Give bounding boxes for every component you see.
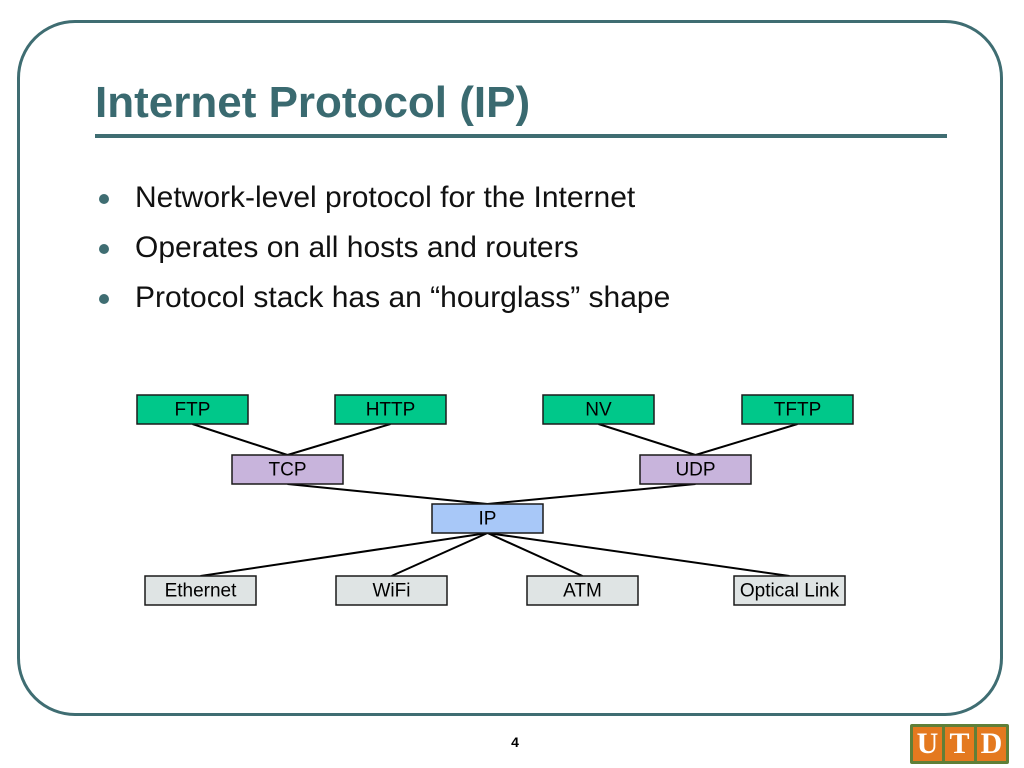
node-tcp: TCP: [231, 454, 344, 485]
bullet-item: Protocol stack has an “hourglass” shape: [95, 278, 670, 328]
slide-frame: [17, 20, 1003, 716]
node-label: Optical Link: [740, 581, 840, 602]
node-label: Ethernet: [165, 581, 238, 602]
node-ftp: FTP: [136, 394, 249, 425]
slide-title: Internet Protocol (IP): [95, 78, 531, 127]
node-label: WiFi: [373, 581, 411, 602]
bullet-dot-icon: [99, 194, 109, 204]
bullet-text: Protocol stack has an “hourglass” shape: [135, 281, 671, 314]
node-label: NV: [585, 400, 612, 421]
node-ethernet: Ethernet: [144, 575, 257, 606]
edge-ftp-tcp: [192, 423, 288, 456]
node-box: [639, 454, 752, 485]
diagram-nodes: FTP HTTP NV TFTP TCP UDP IP Ethernet WiFi ATM Opti…: [136, 394, 854, 606]
bullet-dot-icon: [99, 294, 109, 304]
node-box: [335, 575, 448, 606]
node-optical: Optical Link: [733, 575, 846, 606]
node-box: [733, 575, 846, 606]
title-underline: [95, 134, 947, 138]
node-box: [144, 575, 257, 606]
node-label: TCP: [269, 460, 307, 481]
logo-letter: U: [913, 727, 942, 761]
node-box: [542, 394, 655, 425]
node-label: IP: [479, 509, 497, 530]
page-number: 4: [511, 734, 519, 750]
logo-letter: T: [945, 727, 974, 761]
node-nv: NV: [542, 394, 655, 425]
node-label: HTTP: [366, 400, 416, 421]
logo-letter: D: [977, 727, 1006, 761]
node-label: TFTP: [774, 400, 822, 421]
edge-ip-atm: [487, 532, 583, 577]
bullet-item: Network-level protocol for the Internet: [95, 178, 670, 228]
node-ip: IP: [431, 503, 544, 534]
diagram-edges: [192, 423, 798, 577]
node-wifi: WiFi: [335, 575, 448, 606]
node-atm: ATM: [526, 575, 639, 606]
edge-http-tcp: [287, 423, 391, 456]
node-box: [526, 575, 639, 606]
node-label: FTP: [175, 400, 211, 421]
bullet-list: Network-level protocol for the Internet …: [95, 178, 670, 328]
edge-udp-ip: [487, 483, 696, 505]
edge-nv-udp: [598, 423, 696, 456]
edge-tcp-ip: [287, 483, 488, 505]
node-box: [231, 454, 344, 485]
node-http: HTTP: [334, 394, 447, 425]
node-udp: UDP: [639, 454, 752, 485]
node-label: UDP: [675, 460, 715, 481]
node-box: [334, 394, 447, 425]
edge-ip-ethernet: [200, 532, 488, 577]
edge-tftp-udp: [695, 423, 798, 456]
node-box: [741, 394, 854, 425]
bullet-dot-icon: [99, 244, 109, 254]
node-tftp: TFTP: [741, 394, 854, 425]
node-label: ATM: [563, 581, 602, 602]
edge-ip-wifi: [391, 532, 488, 577]
node-box: [136, 394, 249, 425]
bullet-text: Operates on all hosts and routers: [135, 231, 579, 264]
edge-ip-optical: [487, 532, 790, 577]
bullet-item: Operates on all hosts and routers: [95, 228, 670, 278]
bullet-text: Network-level protocol for the Internet: [135, 181, 636, 214]
node-box: [431, 503, 544, 534]
utd-logo: U T D: [910, 724, 1009, 764]
